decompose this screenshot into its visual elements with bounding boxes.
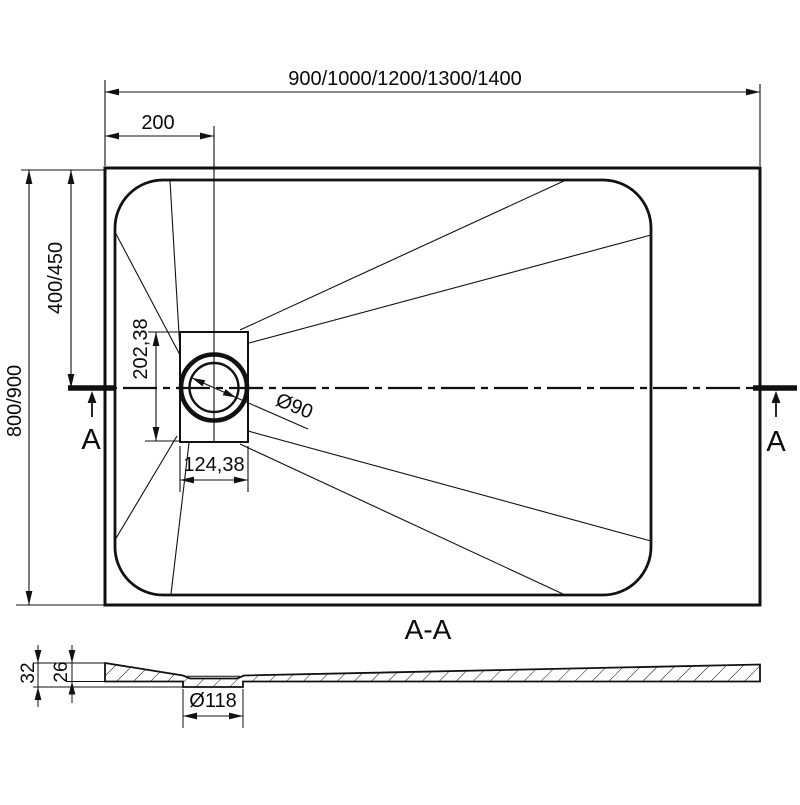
slope-lines — [114, 179, 652, 595]
dim-drain-box-height-label: 202,38 — [130, 318, 152, 379]
dim-drain-box-width-label: 124,38 — [183, 454, 244, 476]
dim-drain-box-width — [179, 446, 249, 492]
slope-line — [170, 442, 190, 595]
dim-recess-diameter — [182, 689, 244, 728]
slope-line — [169, 180, 181, 352]
dim-overall-height — [16, 169, 105, 606]
section-view — [33, 645, 761, 728]
section-arrow-left — [87, 391, 97, 417]
dim-drain-diameter-label: Ø90 — [273, 389, 316, 424]
dim-width-label: 900/1000/1200/1300/1400 — [288, 68, 522, 90]
dim-recess-diameter-label: Ø118 — [189, 690, 236, 712]
dim-edge-height — [66, 645, 105, 703]
dim-drain-offset — [105, 132, 214, 140]
tray-outer-edge — [103, 166, 762, 607]
slope-line — [247, 430, 652, 542]
dim-total-height — [33, 645, 183, 707]
slope-line — [239, 443, 564, 595]
slope-line — [239, 179, 567, 331]
slope-line — [114, 435, 178, 541]
dim-drain-center — [67, 170, 75, 388]
section-title: A-A — [405, 614, 452, 645]
dim-height-label: 800/900 — [4, 365, 26, 437]
section-marker-left-label: A — [81, 424, 101, 456]
slope-line — [248, 234, 652, 344]
section-profile — [104, 661, 761, 688]
dim-drain-diameter — [191, 377, 309, 430]
slope-line — [114, 231, 181, 356]
dim-edge-height-label: 26 — [51, 661, 72, 682]
dim-drain-box-height — [145, 331, 180, 442]
section-arrow-right — [771, 391, 781, 417]
dim-overall-width — [104, 80, 761, 166]
plan-view — [16, 80, 797, 607]
dim-total-height-label: 32 — [18, 662, 39, 683]
dim-drain-center-label: 400/450 — [45, 242, 67, 314]
section-marker-right-label: A — [766, 426, 786, 458]
dim-offset-label: 200 — [141, 112, 174, 134]
